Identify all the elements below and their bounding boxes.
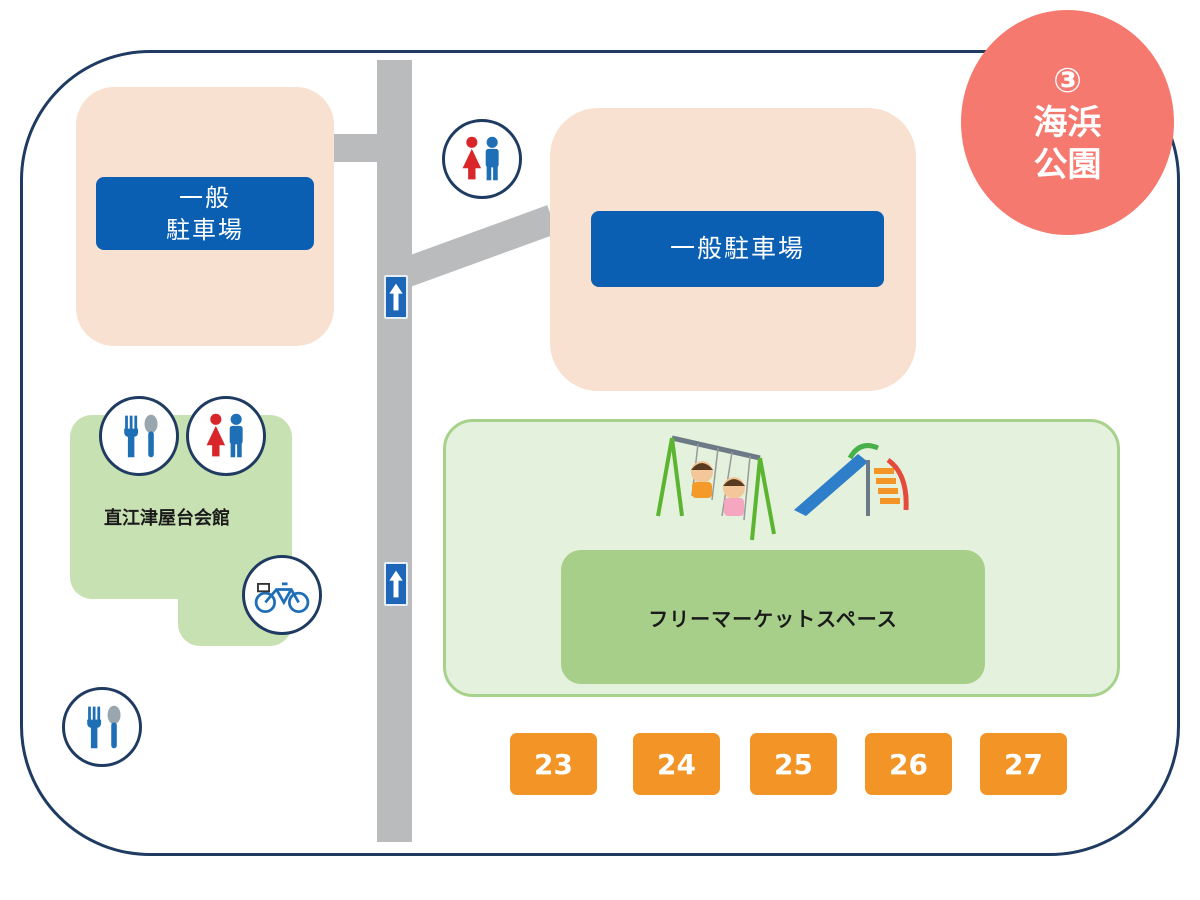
stall-27: 27 <box>980 733 1067 795</box>
food-icon <box>62 687 142 767</box>
bicycle-icon <box>242 555 322 635</box>
flea-market-space: フリーマーケットスペース <box>561 550 985 684</box>
slide-icon <box>788 440 916 520</box>
food-icon <box>99 396 179 476</box>
stall-26: 26 <box>865 733 952 795</box>
stall-23: 23 <box>510 733 597 795</box>
area-name-line1: 海浜 <box>1033 102 1102 143</box>
stall-25: 25 <box>750 733 837 795</box>
hall-label: 直江津屋台会館 <box>104 508 230 529</box>
parking-label-right: 一般駐車場 <box>591 211 884 287</box>
stall-24: 24 <box>633 733 720 795</box>
road-to-left-parking <box>333 134 378 162</box>
one-way-arrow-icon <box>384 562 408 606</box>
restroom-icon <box>442 119 522 199</box>
parking-label-left: 一般 駐車場 <box>96 177 314 250</box>
flea-market-label: フリーマーケットスペース <box>648 606 898 631</box>
area-name-line2: 公園 <box>1033 144 1102 185</box>
swing-icon <box>652 430 776 542</box>
area-number: ③ <box>1053 60 1082 101</box>
one-way-arrow-icon <box>384 275 408 319</box>
main-road <box>377 60 412 842</box>
area-badge: ③ 海浜 公園 <box>961 10 1174 235</box>
restroom-icon <box>186 396 266 476</box>
stall-row: 23 24 25 26 27 <box>510 733 1070 795</box>
